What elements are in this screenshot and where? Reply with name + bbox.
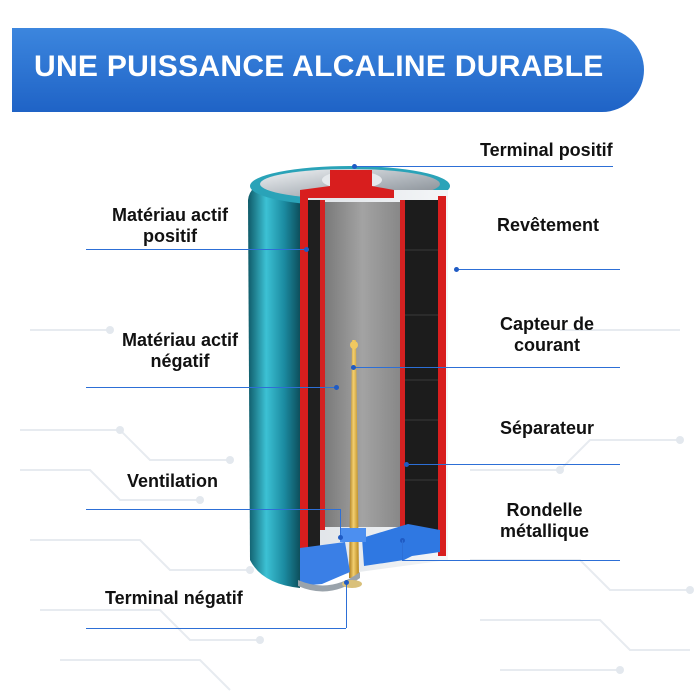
- label-terminal-positif-text: Terminal positif: [480, 140, 613, 160]
- leader-capteur: [354, 367, 620, 368]
- label-capteur-line1: Capteur de: [500, 314, 594, 335]
- separator-right: [400, 200, 405, 530]
- dot-ventilation: [338, 535, 343, 540]
- label-revetement-text: Revêtement: [497, 215, 599, 235]
- leader-materiau-pos: [86, 249, 306, 250]
- dot-materiau-pos: [304, 247, 309, 252]
- leader-rondelle-vert: [402, 540, 403, 560]
- label-materiau-actif-positif: Matériau actif positif: [112, 205, 228, 247]
- leader-terminal-positif: [356, 166, 613, 167]
- label-materiau-pos-line1: Matériau actif: [112, 205, 228, 226]
- dot-materiau-neg: [334, 385, 339, 390]
- vent-ring: [340, 528, 366, 542]
- label-rondelle-line2: métallique: [500, 521, 589, 542]
- dot-terminal-positif: [352, 164, 357, 169]
- label-terminal-positif: Terminal positif: [480, 140, 613, 161]
- label-materiau-actif-negatif: Matériau actif négatif: [122, 330, 238, 372]
- dot-separateur: [404, 462, 409, 467]
- leader-ventilation: [86, 509, 340, 510]
- label-materiau-neg-line2: négatif: [122, 351, 238, 372]
- label-materiau-pos-line2: positif: [112, 226, 228, 247]
- cathode-left: [308, 200, 320, 570]
- blue-seal-left: [300, 542, 350, 586]
- label-separateur-text: Séparateur: [500, 418, 594, 438]
- label-separateur: Séparateur: [500, 418, 594, 439]
- anode-gel: [325, 202, 400, 527]
- leader-rondelle: [402, 560, 620, 561]
- battery-casing: [248, 172, 300, 588]
- dot-capteur: [351, 365, 356, 370]
- label-revetement: Revêtement: [497, 215, 599, 236]
- label-terminal-negatif: Terminal négatif: [105, 588, 243, 609]
- label-ventilation: Ventilation: [127, 471, 218, 492]
- dot-terminal-negatif: [344, 580, 349, 585]
- label-capteur-line2: courant: [500, 335, 594, 356]
- label-terminal-negatif-text: Terminal négatif: [105, 588, 243, 608]
- label-rondelle-metallique: Rondelle métallique: [500, 500, 589, 542]
- leader-terminal-negatif: [86, 628, 346, 629]
- label-materiau-neg-line1: Matériau actif: [122, 330, 238, 351]
- label-ventilation-text: Ventilation: [127, 471, 218, 491]
- dot-revetement: [454, 267, 459, 272]
- leader-terminal-negatif-vert: [346, 582, 347, 628]
- leader-revetement: [456, 269, 620, 270]
- separator-left: [320, 200, 325, 530]
- leader-ventilation-vert: [340, 509, 341, 537]
- leader-separateur: [406, 464, 620, 465]
- leader-materiau-neg: [86, 387, 336, 388]
- label-rondelle-line1: Rondelle: [500, 500, 589, 521]
- label-capteur-de-courant: Capteur de courant: [500, 314, 594, 356]
